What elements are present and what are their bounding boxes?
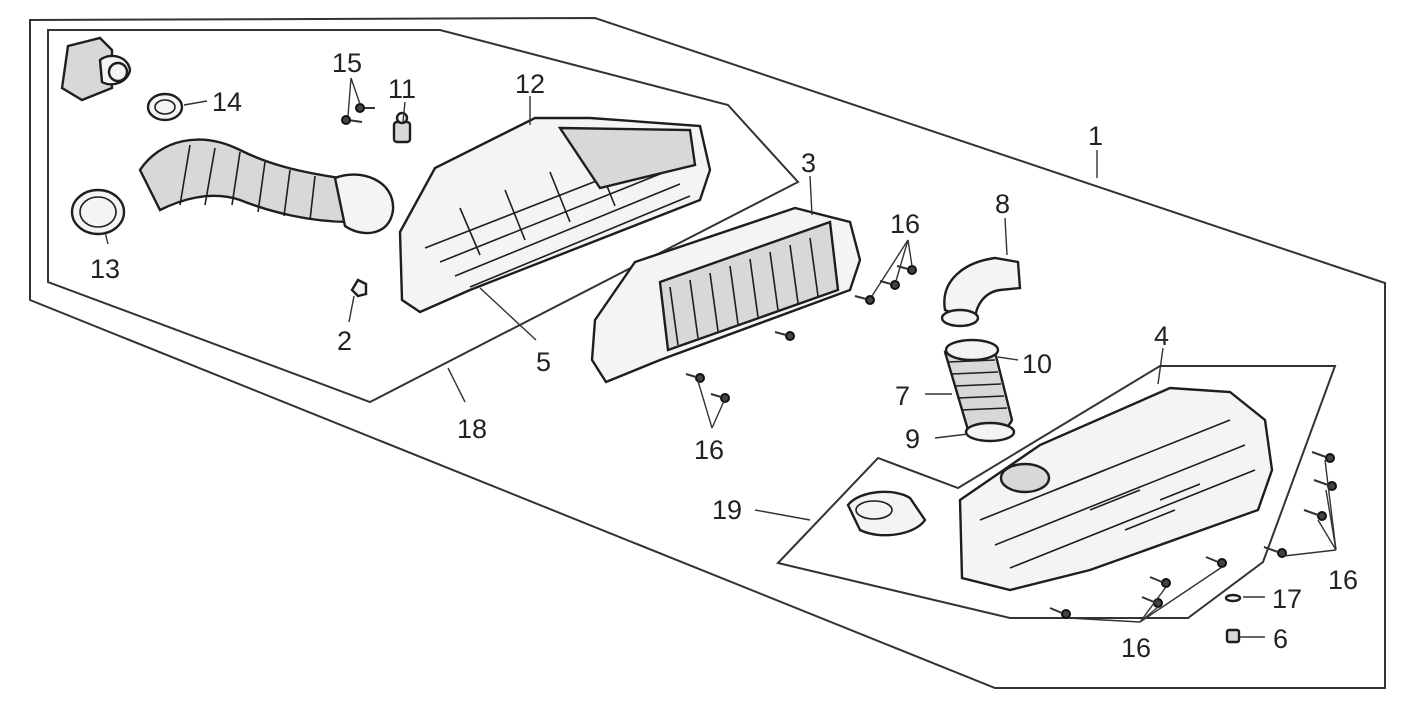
assembly-outline-1 [29, 16, 1386, 689]
breather-fitting-part-11 [392, 111, 412, 144]
callout-12: 12 [515, 69, 545, 99]
callout-6: 6 [1273, 624, 1288, 654]
callout-11: 11 [388, 74, 416, 104]
callout-13: 13 [90, 254, 120, 284]
callout-15: 15 [332, 48, 362, 78]
clamp-part-14 [146, 92, 184, 122]
washer-part-17 [1224, 593, 1242, 603]
elbow-tube-part-8 [940, 256, 1022, 328]
leader-lines [104, 77, 1337, 638]
callout-16-right: 16 [1328, 565, 1358, 595]
air-cleaner-cover-part-4 [958, 386, 1274, 592]
filter-element-part-3 [590, 206, 862, 384]
callout-16-upper: 16 [890, 209, 920, 239]
callout-10: 10 [1022, 349, 1052, 379]
callout-18: 18 [457, 414, 487, 444]
callout-9: 9 [905, 424, 920, 454]
bellows-tube-part-7 [943, 338, 1016, 443]
callout-16-middle: 16 [694, 435, 724, 465]
callout-7: 7 [895, 381, 910, 411]
callout-5: 5 [536, 347, 551, 377]
air-cleaner-case-part-5 [398, 116, 712, 314]
intake-duct-hose [138, 138, 395, 235]
duct-seal-part-19 [846, 490, 927, 537]
screws-part-16-lower [1049, 451, 1337, 619]
callout-3: 3 [801, 148, 816, 178]
callout-2: 2 [337, 326, 352, 356]
callout-4: 4 [1154, 321, 1169, 351]
callout-8: 8 [995, 189, 1010, 219]
callout-19: 19 [712, 495, 742, 525]
clamp-part-13 [70, 188, 126, 236]
screws-part-15 [341, 103, 375, 125]
callout-1: 1 [1088, 121, 1103, 151]
callout-16-bottom: 16 [1121, 633, 1151, 663]
callout-14: 14 [212, 87, 242, 117]
subassembly-outline-18 [47, 29, 800, 404]
drain-plug-part-2 [350, 278, 368, 298]
intake-snorkel-part [60, 36, 132, 102]
nut-part-6 [1225, 628, 1241, 644]
callout-17: 17 [1272, 584, 1302, 614]
